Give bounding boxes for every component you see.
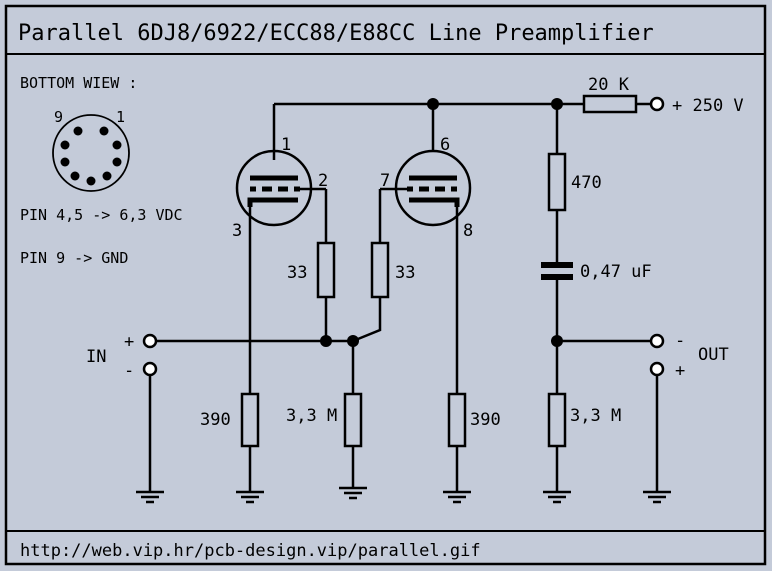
input-plus-sign: + xyxy=(124,332,134,352)
left-grid-resistor-label: 33 xyxy=(287,263,307,283)
output-resistor-label: 3,3 M xyxy=(570,406,621,426)
output-capacitor xyxy=(541,262,573,280)
output-plus-sign: + xyxy=(675,361,685,381)
diagram-title: Parallel 6DJ8/6922/ECC88/E88CC Line Prea… xyxy=(18,21,654,46)
footer-url: http://web.vip.hr/pcb-design.vip/paralle… xyxy=(20,541,481,561)
input-junction-1 xyxy=(320,335,332,347)
output-minus-sign: - xyxy=(675,331,685,351)
capacitor-label: 0,47 uF xyxy=(580,262,652,282)
pinout-heading: BOTTOM WIEW : xyxy=(20,74,137,92)
ground-symbols xyxy=(136,486,671,504)
gnd-note: PIN 9 -> GND xyxy=(20,249,128,267)
supply-voltage-label: + 250 V xyxy=(672,96,744,116)
right-cathode-pin: 8 xyxy=(463,221,473,241)
right-cathode-resistor-label: 390 xyxy=(470,410,501,430)
right-grid-pin: 7 xyxy=(380,171,390,191)
ground-icon xyxy=(543,490,571,504)
ground-icon xyxy=(643,490,671,504)
right-grid-resistor-lead xyxy=(352,297,382,343)
left-plate-pin: 1 xyxy=(281,135,291,155)
pin-label-1: 1 xyxy=(116,108,125,126)
ground-icon xyxy=(339,486,367,500)
left-triode xyxy=(235,149,318,394)
ground-icon xyxy=(236,490,264,504)
outer-frame xyxy=(4,4,767,566)
resistor-20k xyxy=(582,94,638,114)
resistor-20k-label: 20 K xyxy=(588,75,630,95)
tube-socket-bottom-view xyxy=(52,114,130,192)
input-resistor-label: 3,3 M xyxy=(286,406,337,426)
plate-resistor-label: 470 xyxy=(571,173,602,193)
heater-note: PIN 4,5 -> 6,3 VDC xyxy=(20,206,183,224)
left-grid-pin: 2 xyxy=(318,171,328,191)
right-plate-pin: 6 xyxy=(440,135,450,155)
output-label: OUT xyxy=(698,345,729,365)
input-minus-terminal xyxy=(142,361,158,377)
left-cathode-pin: 3 xyxy=(232,221,242,241)
ground-icon xyxy=(443,490,471,504)
left-cathode-resistor-label: 390 xyxy=(200,410,231,430)
input-minus-sign: - xyxy=(124,361,134,381)
ground-icon xyxy=(136,490,164,504)
output-plus-terminal xyxy=(649,361,665,377)
pin-label-9: 9 xyxy=(54,108,63,126)
input-plus-terminal xyxy=(142,333,158,349)
supply-terminal xyxy=(649,96,665,112)
right-grid-resistor-label: 33 xyxy=(395,263,415,283)
output-minus-terminal xyxy=(649,333,665,349)
input-label: IN xyxy=(86,347,106,367)
